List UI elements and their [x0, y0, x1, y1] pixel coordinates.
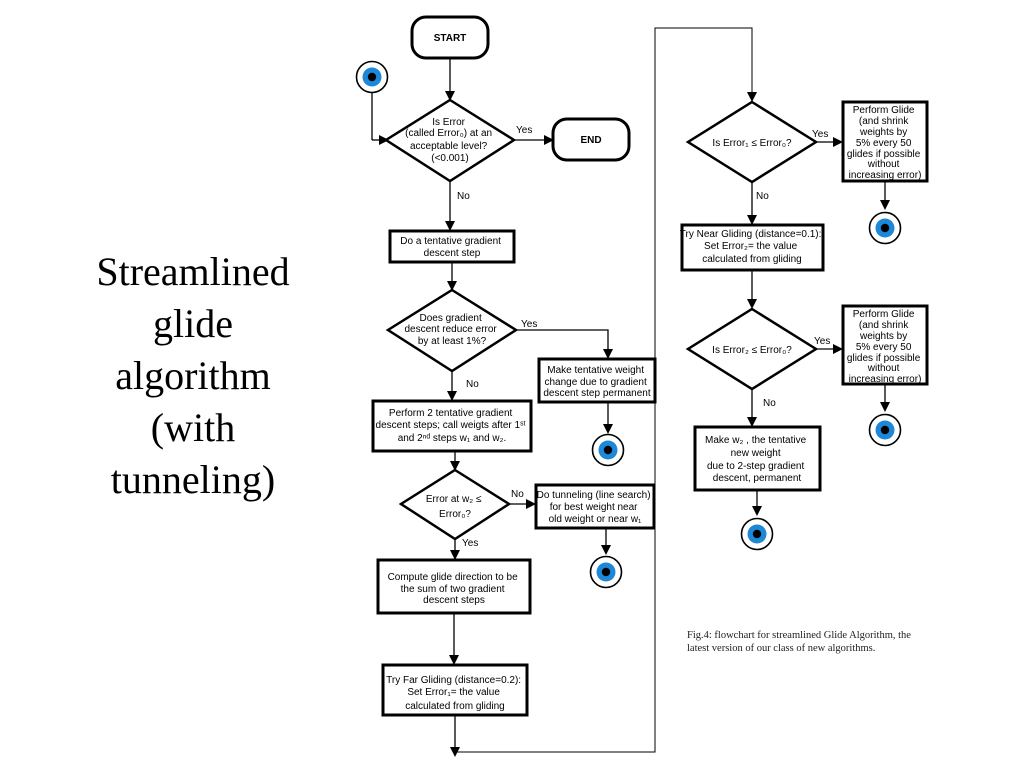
- yes-label: Yes: [812, 129, 828, 140]
- tunneling-box: Do tunneling (line search) for best weig…: [534, 483, 656, 530]
- tentative-step-box: Do a tentative gradient descent step: [388, 229, 516, 264]
- yes-label: Yes: [814, 336, 830, 347]
- no-label: No: [511, 489, 524, 500]
- svg-text:Perform 2 tentative gradient: Perform 2 tentative gradient descent ste…: [376, 408, 529, 444]
- yes-label: Yes: [462, 538, 478, 549]
- start-terminal: START: [410, 15, 490, 60]
- svg-text:Error at w₂ ≤ Error₀?: Error at w₂ ≤ Error₀?: [426, 494, 484, 520]
- end-terminal: END: [551, 117, 631, 162]
- eye-icon: [740, 517, 774, 551]
- svg-text:Is Error (called Error₀): Is Error (called Error₀) at an acceptabl…: [405, 117, 495, 164]
- figure-caption: Fig.4: flowchart for streamlined Glide A…: [687, 630, 914, 654]
- glide-direction-box: Compute glide direction to be the sum of…: [376, 558, 532, 615]
- yes-label: Yes: [521, 319, 537, 330]
- decision-error1: Is Error₁ ≤ Error₀?: [685, 100, 819, 184]
- title-line: Streamlined: [96, 249, 290, 294]
- title-line: tunneling): [110, 457, 276, 502]
- two-steps-box: Perform 2 tentative gradient descent ste…: [371, 399, 533, 453]
- eye-icon: [591, 433, 625, 467]
- decision-reduce-error: Does gradient descent reduce error by at…: [385, 288, 519, 373]
- eye-icon: [868, 413, 902, 447]
- svg-text:Make w₂ , the tentative: Make w₂ , the tentative new weight due t…: [705, 435, 809, 484]
- eye-icon: [355, 60, 389, 94]
- perform-glide-box-1: Perform Glide (and shrink weights by 5% …: [841, 100, 929, 183]
- eye-icon: [589, 555, 623, 589]
- svg-text:Compute glide direction to be: Compute glide direction to be the sum of…: [388, 572, 521, 606]
- title-line: algorithm: [115, 353, 271, 398]
- make-w2-box: Make w₂ , the tentative new weight due t…: [693, 425, 822, 492]
- svg-text:Make tentative weight ch: Make tentative weight change due to grad…: [543, 365, 651, 399]
- yes-label: Yes: [516, 125, 532, 136]
- svg-text:Do tunneling (line search): Do tunneling (line search) for best weig…: [537, 490, 654, 525]
- make-permanent-box: Make tentative weight change due to grad…: [537, 357, 657, 404]
- decision-error0: Is Error (called Error₀) at an acceptabl…: [383, 98, 517, 183]
- svg-text:Try Far Gliding (distance=0.2): Try Far Gliding (distance=0.2): Set Erro…: [386, 675, 524, 712]
- slide-title: Streamlined glide algorithm (with tunnel…: [62, 246, 324, 506]
- no-label: No: [466, 379, 479, 390]
- eye-icon: [868, 211, 902, 245]
- svg-text:Does gradient descent re: Does gradient descent reduce error by at…: [404, 313, 499, 347]
- svg-text:Try Near Gliding (distance=0.1: Try Near Gliding (distance=0.1): Set Err…: [680, 229, 824, 265]
- no-label: No: [756, 191, 769, 202]
- svg-text:Perform Glide (and shrin: Perform Glide (and shrink weights by 5% …: [847, 309, 923, 385]
- title-line: (with: [150, 405, 236, 450]
- svg-text:Perform Glide (and shrin: Perform Glide (and shrink weights by 5% …: [847, 105, 923, 181]
- near-gliding-box: Try Near Gliding (distance=0.1): Set Err…: [680, 223, 825, 272]
- svg-text:Is Error₂ ≤ Error₀?: Is Error₂ ≤ Error₀?: [712, 345, 792, 356]
- no-label: No: [457, 191, 470, 202]
- decision-error2: Is Error₂ ≤ Error₀?: [685, 307, 819, 391]
- perform-glide-box-2: Perform Glide (and shrink weights by 5% …: [841, 304, 929, 386]
- far-gliding-box: Try Far Gliding (distance=0.2): Set Erro…: [381, 663, 529, 717]
- svg-text:START: START: [434, 33, 467, 44]
- title-line: glide: [153, 301, 233, 346]
- svg-text:Do a tentative gradient: Do a tentative gradient descent step: [400, 236, 503, 259]
- no-label: No: [763, 398, 776, 409]
- svg-text:Is Error₁ ≤ Error₀?: Is Error₁ ≤ Error₀?: [712, 138, 792, 149]
- decision-w2: Error at w₂ ≤ Error₀?: [398, 468, 512, 541]
- svg-text:END: END: [580, 135, 601, 146]
